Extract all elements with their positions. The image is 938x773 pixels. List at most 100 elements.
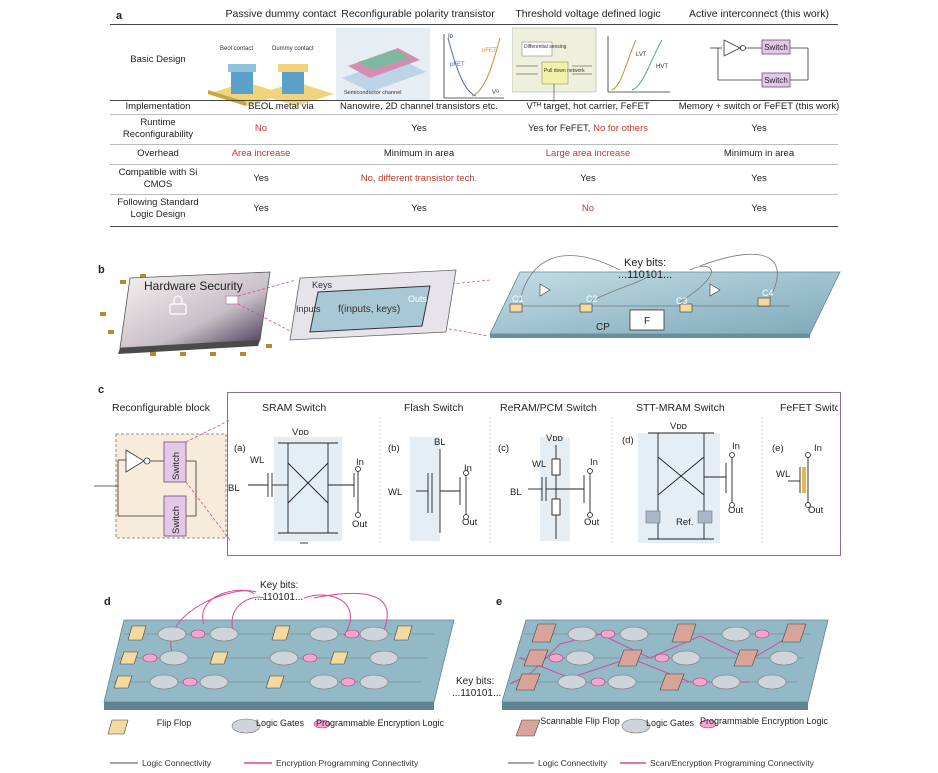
cell-std-threshold: No (581, 203, 595, 214)
reconfigurable-block: Switch Switch (94, 420, 231, 541)
reconfig-block-title: Reconfigurable block (112, 402, 211, 414)
f-text: F (644, 316, 650, 327)
sttmram-letter: (d) (622, 435, 634, 446)
polarity-transistor-illustration: Semiconductor channel Iᴅ pFET nFET Vᴳ (336, 28, 504, 100)
cell-impl-active: Memory + switch or FeFET (this work) (678, 101, 840, 112)
reram-in: In (590, 457, 598, 468)
row-label-compatible: Compatible with Si CMOS (118, 167, 198, 190)
cell-runtime-passive: No (254, 123, 268, 134)
cell-c3-text: C3 (676, 296, 688, 306)
cell-impl-polarity: Nanowire, 2D channel transistors etc. (340, 101, 498, 112)
fefet-out: Out (808, 505, 824, 516)
sram-wl: WL (250, 455, 264, 466)
legend-enc-conn-text: Encryption Programming Connectivity (276, 758, 419, 768)
switch-label-bottom: Switch (764, 76, 788, 85)
pfet-text: pFET (450, 62, 465, 68)
cell-overhead-threshold: Large area increase (545, 148, 631, 159)
row-label-basic-design: Basic Design (130, 54, 186, 65)
fefet-switch-title: FeFET Switch (780, 402, 838, 414)
fefet-letter: (e) (772, 443, 784, 454)
flash-wl: WL (388, 487, 402, 498)
flash-letter: (b) (388, 443, 400, 454)
switch-text-top: Switch (171, 452, 182, 480)
reram-out: Out (584, 517, 600, 528)
switch-types-figure: SRAM Switch Flash Switch ReRAM/PCM Switc… (228, 402, 838, 544)
sttmram-out: Out (728, 505, 744, 516)
panel-d-key-value: ...110101... (254, 592, 303, 603)
cell-c1-text: C1 (512, 294, 524, 304)
inputs-text: Inputs (296, 304, 321, 314)
panel-d-key-bits: Key bits: (260, 580, 298, 591)
cell-overhead-passive: Area increase (231, 148, 291, 159)
fefet-in: In (814, 443, 822, 454)
col-header-passive: Passive dummy contact (225, 8, 337, 20)
cell-overhead-polarity: Minimum in area (383, 148, 455, 159)
lvt-text: LVT (636, 52, 647, 58)
id-text: Iᴅ (448, 34, 454, 40)
legend-pel-text: Programmable Encryption Logic (316, 718, 445, 728)
differential-sensing-text: Differential sensing (524, 44, 567, 50)
cell-c2-text: C2 (586, 294, 598, 304)
cell-std-polarity: Yes (411, 203, 427, 214)
passive-dummy-contact-illustration: Beol contact Dummy contact (208, 46, 334, 106)
cell-overhead-active: Minimum in area (723, 148, 795, 159)
flash-out: Out (462, 517, 478, 528)
cell-runtime-polarity: Yes (411, 123, 427, 134)
vg-text: Vᴳ (492, 89, 499, 96)
pull-down-text: Pull down network (544, 68, 585, 74)
cell-compat-polarity: No, different transistor tech. (360, 173, 478, 184)
panel-e-figure: Key bits: ...110101... Scannable Flip Fl… (452, 619, 829, 768)
sttmram-switch-title: STT-MRAM Switch (636, 402, 725, 414)
sram-in: In (356, 457, 364, 468)
col-header-polarity: Reconfigurable polarity transistor (341, 8, 495, 20)
lock-icon (169, 303, 187, 315)
cell-impl-passive: BEOL metal via (248, 101, 314, 112)
hardware-security-text: Hardware Security (144, 279, 243, 293)
col-header-active: Active interconnect (this work) (688, 8, 830, 20)
cell-runtime-threshold-no: No for others (593, 123, 649, 134)
row-label-runtime: Runtime Reconfigurability (122, 117, 194, 140)
sttmram-vdd: Vᴅᴅ (670, 421, 687, 432)
sram-switch-title: SRAM Switch (262, 402, 326, 414)
switch-label-top: Switch (764, 43, 788, 52)
reram-switch-title: ReRAM/PCM Switch (500, 402, 597, 414)
panel-d-figure: Key bits: ...110101... Flip Flop Logic G… (103, 580, 455, 768)
keys-text: Keys (312, 280, 333, 290)
panel-e-key-value: ...110101... (452, 688, 501, 699)
f-box (629, 309, 665, 331)
legend-logic-conn-text: Logic Connectivity (142, 758, 212, 768)
outs-text: Outs (408, 294, 428, 304)
reram-wl: WL (532, 459, 546, 470)
flash-in: In (464, 463, 472, 474)
cell-runtime-threshold-yes: Yes for FeFET, (527, 123, 594, 134)
flash-bl: BL (434, 437, 446, 448)
switch-types-frame (227, 392, 841, 556)
cell-compat-active: Yes (751, 173, 767, 184)
switch-text-bottom: Switch (171, 506, 182, 534)
threshold-logic-illustration: Differential sensing Pull down network L… (512, 27, 670, 102)
cp-text: CP (596, 322, 610, 333)
panel-d-label: d (104, 596, 111, 608)
hvt-text: HVT (656, 64, 668, 70)
active-interconnect-illustration: Switch Switch (710, 39, 809, 88)
legend-sff-text: Scannable Flip Flop (540, 716, 620, 726)
cell-impl-threshold: Vᵀᴴ target, hot carrier, FeFET (526, 101, 650, 112)
row-label-overhead: Overhead (137, 148, 179, 159)
key-value-text: ...110101... (618, 269, 672, 281)
cell-std-active: Yes (751, 203, 767, 214)
cell-c4-text: C4 (762, 288, 774, 298)
sttmram-in: In (732, 441, 740, 452)
row-label-implementation: Implementation (125, 101, 191, 112)
dummy-contact-text: Dummy contact (272, 46, 314, 52)
nfet-text: nFET (482, 48, 497, 54)
reram-vdd: Vᴅᴅ (546, 433, 563, 444)
row-label-standard-logic: Following Standard Logic Design (117, 197, 199, 220)
cell-std-passive: Yes (253, 203, 269, 214)
key-bits-text: Key bits: (624, 257, 666, 269)
function-text: f(inputs, keys) (338, 304, 400, 315)
reram-bl: BL (510, 487, 522, 498)
sram-bl: BL (228, 483, 240, 494)
col-header-threshold: Threshold voltage defined logic (515, 8, 661, 20)
cell-runtime-active: Yes (751, 123, 767, 134)
reram-letter: (c) (498, 443, 509, 454)
